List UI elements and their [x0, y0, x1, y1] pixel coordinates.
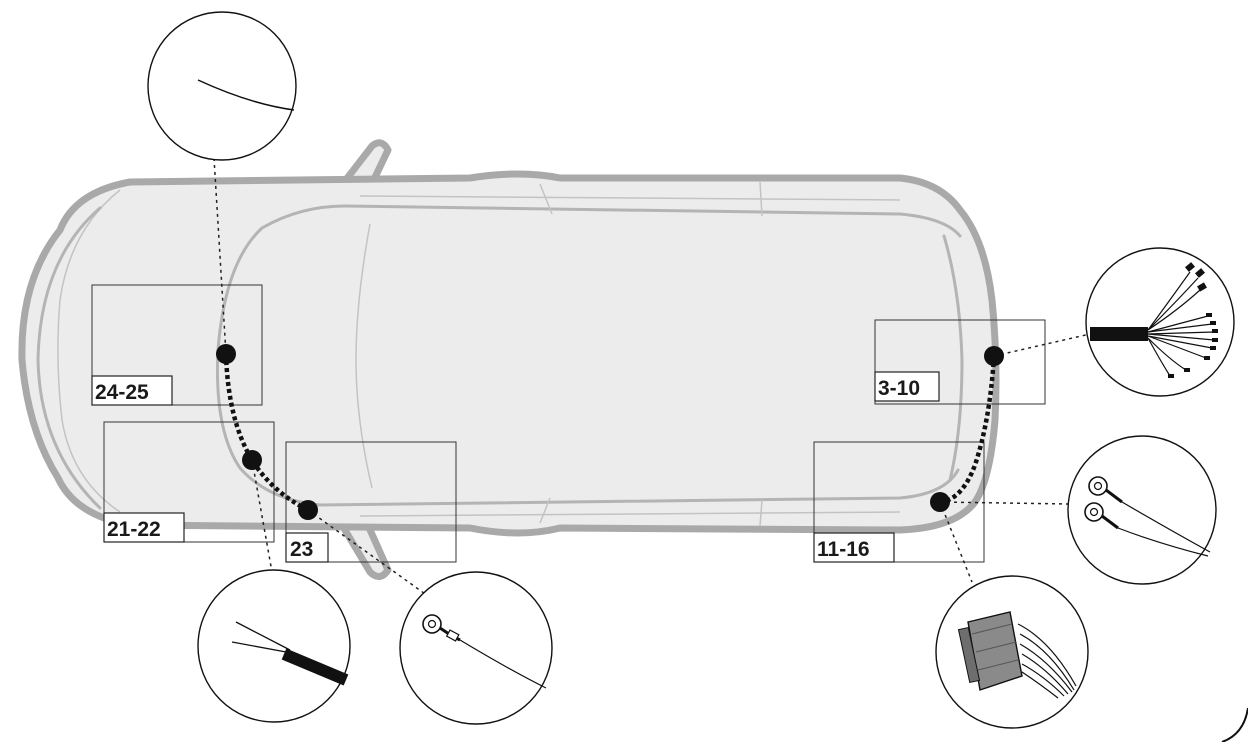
svg-text:21-22: 21-22	[107, 518, 161, 541]
region-3-10	[874, 319, 1046, 405]
svg-text:23: 23	[290, 538, 313, 561]
connection-point-23	[298, 500, 318, 520]
roof-side-upper	[343, 204, 962, 238]
rear-window-line	[942, 234, 964, 482]
zone-label-23: 23	[285, 532, 329, 563]
detail-bubble-wire	[147, 11, 297, 161]
detail-bubble-connector	[935, 575, 1089, 729]
door-line-2	[539, 497, 551, 524]
detail-bubble-cable	[197, 569, 351, 723]
windshield-inner	[355, 223, 373, 489]
ring-terminal-icon	[422, 614, 547, 689]
side-skirt-lower	[359, 511, 901, 517]
svg-text:11-16: 11-16	[817, 538, 870, 561]
region-23	[285, 441, 457, 563]
svg-text:24-25: 24-25	[95, 381, 149, 404]
zone-label-3-10: 3-10	[874, 371, 940, 402]
wire-harness	[223, 353, 997, 513]
svg-text:3-10: 3-10	[878, 377, 920, 400]
zone-labels: 24-25 21-22 23 3-10 11-16	[91, 371, 940, 563]
hood-line	[57, 189, 121, 513]
leader-lines	[213, 157, 1091, 597]
connection-point-3-10	[984, 346, 1004, 366]
zone-label-11-16: 11-16	[813, 532, 895, 563]
rear-harness	[939, 355, 997, 505]
windshield-line	[216, 204, 960, 507]
connection-point-21-22	[242, 450, 262, 470]
door-line-1	[539, 183, 553, 215]
connection-points	[216, 344, 1004, 520]
region-21-22	[103, 421, 275, 543]
car-body	[18, 170, 1000, 537]
connection-point-11-16	[930, 492, 950, 512]
wire-bundle-icon	[1090, 262, 1218, 378]
zone-label-21-22: 21-22	[103, 512, 185, 543]
cable-sleeve-icon	[231, 621, 349, 686]
wire-detail-icon	[197, 79, 295, 111]
connector-plug-icon	[957, 611, 1077, 699]
detail-bubble-ground-terminals	[1067, 435, 1217, 585]
connection-point-24-25	[216, 344, 236, 364]
ring-terminal-pair-icon	[1084, 476, 1211, 557]
region-24-25	[91, 284, 263, 406]
page-corner-arc	[1221, 707, 1248, 742]
detail-bubble-wire-bundle	[1085, 247, 1235, 397]
bumper-line	[36, 206, 102, 510]
side-skirt-upper	[359, 195, 901, 201]
detail-bubble-ring-terminal	[399, 571, 553, 725]
car-top-view	[18, 139, 1000, 580]
zone-label-24-25: 24-25	[91, 375, 173, 406]
